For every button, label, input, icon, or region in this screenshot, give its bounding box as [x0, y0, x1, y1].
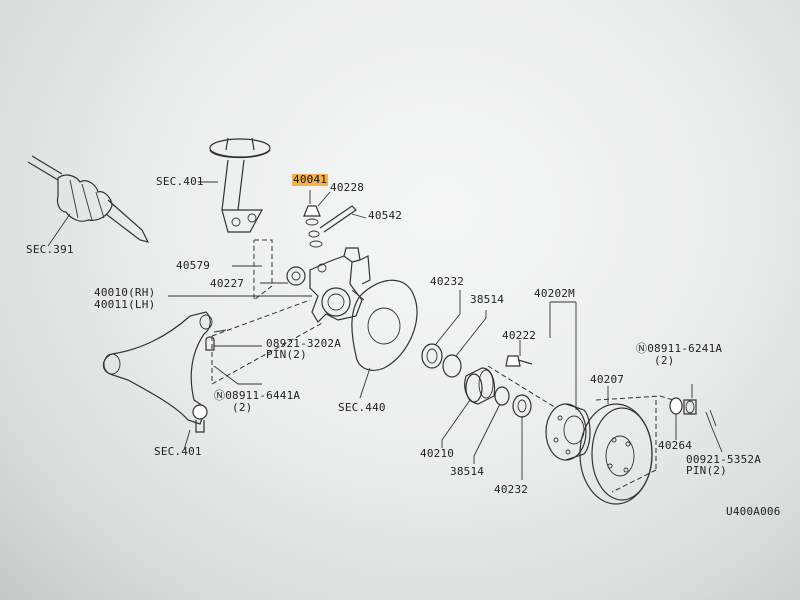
label-pin-2-b[interactable]: PIN(2) [686, 464, 727, 477]
label-40227[interactable]: 40227 [210, 277, 245, 290]
label-40202m[interactable]: 40202M [534, 287, 575, 300]
drive-shaft-drawing [27, 155, 150, 247]
label-08911-6441a[interactable]: Ⓝ08911-6441A [214, 389, 301, 402]
snap-ring-lower-drawing [473, 386, 510, 464]
label-40011-lh[interactable]: 40011(LH) [94, 298, 156, 311]
grease-seal-lower-drawing [512, 394, 532, 480]
assembly-dashed-lines [205, 299, 681, 493]
label-00921-5352a[interactable]: 00921-5352A [686, 453, 762, 466]
hub-bolt-drawing [505, 340, 533, 367]
ball-joint-nut-drawing [303, 190, 367, 248]
label-38514-bottom[interactable]: 38514 [450, 465, 485, 478]
label-40228[interactable]: 40228 [330, 181, 365, 194]
label-pin-2-a[interactable]: PIN(2) [266, 348, 307, 361]
label-38514-top[interactable]: 38514 [470, 293, 505, 306]
label-40542[interactable]: 40542 [368, 209, 403, 222]
lower-arm-drawing [102, 311, 227, 451]
snap-ring-drawing [442, 310, 487, 378]
label-40010-rh[interactable]: 40010(RH) [94, 286, 156, 299]
grease-seal-drawing [421, 290, 461, 369]
label-sec-401-strut[interactable]: SEC.401 [156, 175, 204, 188]
label-40264[interactable]: 40264 [658, 439, 693, 452]
label-08921-3202a[interactable]: 08921-3202A [266, 337, 342, 350]
label-qty-2-b[interactable]: (2) [654, 354, 675, 367]
label-qty-2-a[interactable]: (2) [232, 401, 253, 414]
label-40232-bottom[interactable]: 40232 [494, 483, 529, 496]
strut-drawing [198, 137, 271, 233]
label-08911-6241a[interactable]: Ⓝ08911-6241A [636, 342, 723, 355]
label-sec-440[interactable]: SEC.440 [338, 401, 386, 414]
dust-shield-drawing [351, 279, 418, 399]
steering-knuckle-drawing [168, 239, 371, 323]
brake-rotor-drawing [579, 386, 653, 505]
hub-nut-drawing [669, 384, 723, 453]
label-40041-highlighted[interactable]: 40041 [292, 173, 329, 186]
wheel-hub-drawing [545, 301, 591, 461]
label-40232-top[interactable]: 40232 [430, 275, 465, 288]
label-40222[interactable]: 40222 [502, 329, 537, 342]
label-40579[interactable]: 40579 [176, 259, 211, 272]
drawing-code: U400A006 [726, 505, 781, 518]
label-40207[interactable]: 40207 [590, 373, 625, 386]
label-sec-401-arm[interactable]: SEC.401 [154, 445, 202, 458]
wheel-bearing-drawing [441, 367, 496, 448]
label-sec-391[interactable]: SEC.391 [26, 243, 74, 256]
label-40210[interactable]: 40210 [420, 447, 455, 460]
